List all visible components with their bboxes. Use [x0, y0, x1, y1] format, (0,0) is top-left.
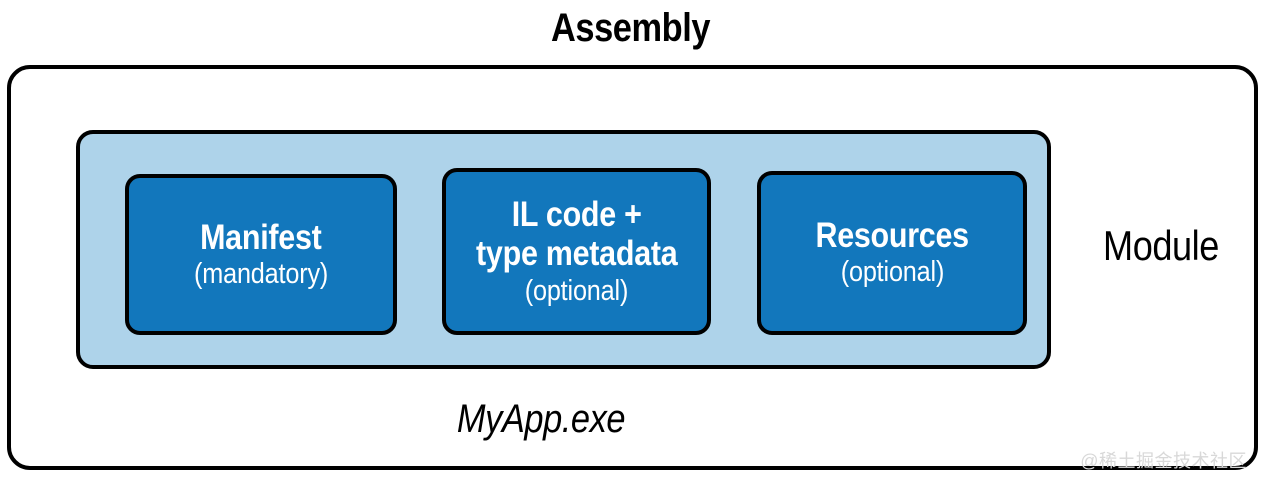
assembly-container: Manifest (mandatory) IL code + type meta…: [7, 65, 1258, 470]
module-label: Module: [1103, 222, 1219, 269]
component-subtitle-manifest: (mandatory): [193, 257, 329, 290]
component-title-manifest: Manifest: [200, 217, 322, 257]
assembly-title: Assembly: [550, 6, 711, 50]
watermark: @稀土掘金技术社区: [1080, 451, 1247, 471]
component-title-il-code-line1: IL code +: [511, 195, 642, 234]
component-box-il-code: IL code + type metadata (optional): [442, 168, 711, 335]
component-box-manifest: Manifest (mandatory): [125, 174, 397, 335]
component-subtitle-resources: (optional): [840, 256, 944, 288]
component-title-il-code-line2: type metadata: [475, 234, 678, 273]
component-box-resources: Resources (optional): [757, 171, 1027, 335]
assembly-file-name: MyApp.exe: [456, 397, 626, 441]
component-subtitle-il-code: (optional): [524, 275, 629, 307]
component-title-resources: Resources: [815, 216, 969, 255]
module-container: Manifest (mandatory) IL code + type meta…: [76, 130, 1051, 369]
